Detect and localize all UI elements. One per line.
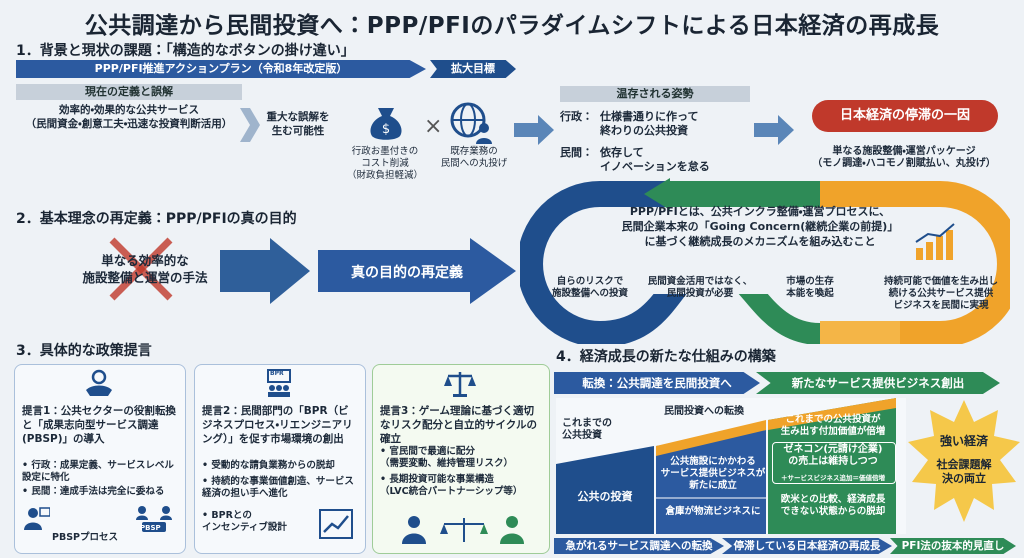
- escape-stagnation-text: 欧米との比較、経済成長 できない状態からの脱却: [780, 494, 886, 517]
- action-plan-banner: PPP/PFI推進アクションプラン（令和8年改定版）: [16, 60, 426, 78]
- outsourcing-label: 既存業務の 民間への丸投げ: [440, 146, 508, 169]
- money-bag-icon: $: [370, 108, 402, 140]
- private-label: 民間：: [560, 146, 593, 159]
- social-issue-text: 社会課題解 決の両立: [936, 458, 992, 485]
- general-contractor-box: [772, 442, 896, 484]
- growth-chart-icon: [915, 223, 955, 260]
- value-added-note: ＋サービスビジネス追加＝価値倍増: [781, 474, 885, 482]
- section3-heading: 3．具体的な政策提言: [16, 343, 152, 359]
- redefine-arrow: [220, 238, 516, 304]
- footer-pfi-law: PFI法の抜本的見直し: [890, 538, 1016, 554]
- proposal-3-bullet-1: 官民間で最適に配分 （需要変動、維持管理リスク）: [380, 446, 542, 470]
- proposal-3-bullet-2: 長期投資可能な事業構造 （LVC統合パートナーシップ等）: [380, 474, 542, 498]
- gov-text: 仕様書通りに作って 終わりの公共投資: [600, 110, 699, 137]
- pbsp-process-label: PBSPプロセス: [52, 532, 119, 543]
- persist-header: 温存される姿勢: [560, 86, 750, 102]
- proposal-2-bullet-2: 持続的な事業価値創造、サービス経済の担い手へ進化: [202, 476, 358, 500]
- loop-sustainable-service: 持続可能で価値を生み出し 続ける公共サービス提供 ビジネスを民間に実現: [883, 276, 998, 311]
- arrow-right-icon: [514, 115, 554, 145]
- gov-label: 行政：: [560, 110, 593, 123]
- new-service-business-text: 公共施設にかかわる サービス提供ビジネスが新たに成立: [660, 456, 766, 491]
- globe-person-icon: [450, 102, 492, 144]
- loop-market-instinct: 市場の生存 本能を喚起: [786, 276, 834, 299]
- warehouse-to-logistics: 倉庫が物流ビジネスに: [665, 506, 761, 517]
- current-definition-header: 現在の定義と誤解: [16, 84, 242, 100]
- target-banner: 拡大目標: [430, 60, 516, 78]
- proposal-2-title: 提言2：民間部門の「BPR（ビジネスプロセス・リエンジニアリング）」を促す市場環…: [202, 405, 353, 445]
- public-investment-label: 公共の投資: [577, 490, 633, 503]
- growth-loop-diagram: [520, 178, 1010, 344]
- bpr-tag: BPR: [270, 370, 284, 377]
- section2-heading: 2．基本理念の再定義：PPP/PFIの真の目的: [16, 211, 297, 227]
- svg-text:$: $: [382, 122, 390, 137]
- proposal-3-title: 提言3：ゲーム理論に基づく適切なリスク配分と自立的サイクルの確立: [380, 405, 537, 445]
- presenter-icon: [24, 507, 50, 530]
- cost-reduction-label: 行政お墨付きの コスト削減 （財政負担軽減）: [346, 146, 423, 181]
- proposal-2-bullet-1: 受動的な請負業務からの脱却: [202, 460, 358, 472]
- stagnation-badge: 日本経済の停滞の一因: [812, 100, 998, 132]
- team-icon: [136, 506, 172, 532]
- people-board-icon: [267, 369, 291, 397]
- current-definition-text: 効率的・効果的な公共サービス （民間資金・創意工夫・迅速な投資判断活用）: [25, 104, 233, 130]
- proposal-1-title: 提言1：公共セクターの役割転換と「成果志向型サービス調達(PBSP)」の導入: [22, 405, 176, 445]
- shift-arrow-banner: 転換：公共調達を民間投資へ: [554, 372, 760, 394]
- private-shift-label: 民間投資への転換: [664, 406, 744, 417]
- new-business-banner: 新たなサービス提供ビジネス創出: [756, 372, 1000, 394]
- times-icon: ×: [424, 114, 443, 139]
- section4-heading: 4．経済成長の新たな仕組みの構築: [556, 349, 776, 365]
- scale-balance-icon: [444, 372, 476, 397]
- footer-service-shift: 急がれるサービス調達への転換: [554, 538, 724, 554]
- value-growth-diagram: [556, 398, 906, 534]
- stagnation-text: 単なる施設整備・運営パッケージ （モノ調達・ハコモノ割賦払い、丸投げ）: [812, 146, 996, 169]
- proposal-1-bullet-2: 民間：達成手法は完全に委ねる: [22, 486, 178, 498]
- section1-heading: 1．背景と現状の課題：「構造的なボタンの掛け違い」: [16, 43, 355, 59]
- page-title: 公共調達から民間投資へ：PPP/PFIのパラダイムシフトによる日本経済の再成長: [84, 13, 940, 39]
- footer-regrowth: 停滞している日本経済の再成長: [722, 538, 892, 554]
- loop-private-investment: 民間資金活用ではなく、 民間投資が必要: [647, 276, 753, 299]
- rising-chart-icon: [319, 509, 353, 539]
- proposal-2-bullet-3: BPRとの インセンティブ設計: [202, 510, 312, 534]
- value-doubled-text: これまでの公共投資が 生み出す付加価値が倍増: [780, 414, 886, 437]
- partnership-icon: [402, 516, 524, 544]
- cross-mark-icon: [109, 237, 173, 301]
- redefine-label: 真の目的の再定義: [351, 265, 463, 281]
- private-text: 依存して イノベーションを怠る: [600, 146, 710, 173]
- chevron-right-icon: [240, 108, 260, 142]
- past-investment-label: これまでの 公共投資: [562, 418, 612, 441]
- arrow-right-icon-2: [754, 115, 794, 145]
- loop-risk-investment: 自らのリスクで 施設整備への投資: [551, 276, 628, 299]
- general-contractor-text: ゼネコン(元請け企業) の売上は維持しつつ: [783, 444, 883, 467]
- strong-economy-text: 強い経済: [939, 434, 988, 448]
- crossed-old-definition: 単なる効率的な 施設整備と運営の手法: [82, 253, 208, 285]
- starburst-shape: [908, 400, 1020, 522]
- loop-main-text: PPP/PFIとは、公共インクラ整備・運営プロセスに、 民間企業本来の「Goin…: [621, 205, 899, 248]
- misunderstanding-text: 重大な誤解を 生む可能性: [266, 111, 330, 137]
- hands-care-icon: [86, 369, 112, 396]
- proposal-1-bullet-1: 行政：成果定義、サービスレベル設定に特化: [22, 460, 178, 484]
- pbsp-tag: PBSP: [140, 524, 161, 532]
